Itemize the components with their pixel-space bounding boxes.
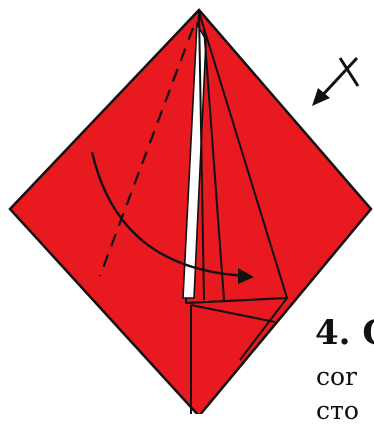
caption-line-1: cor: [316, 364, 357, 389]
caption-line-2: cто: [316, 398, 359, 423]
x-arrow-symbol-icon: [312, 58, 358, 106]
step-number: 4. C: [315, 316, 374, 350]
